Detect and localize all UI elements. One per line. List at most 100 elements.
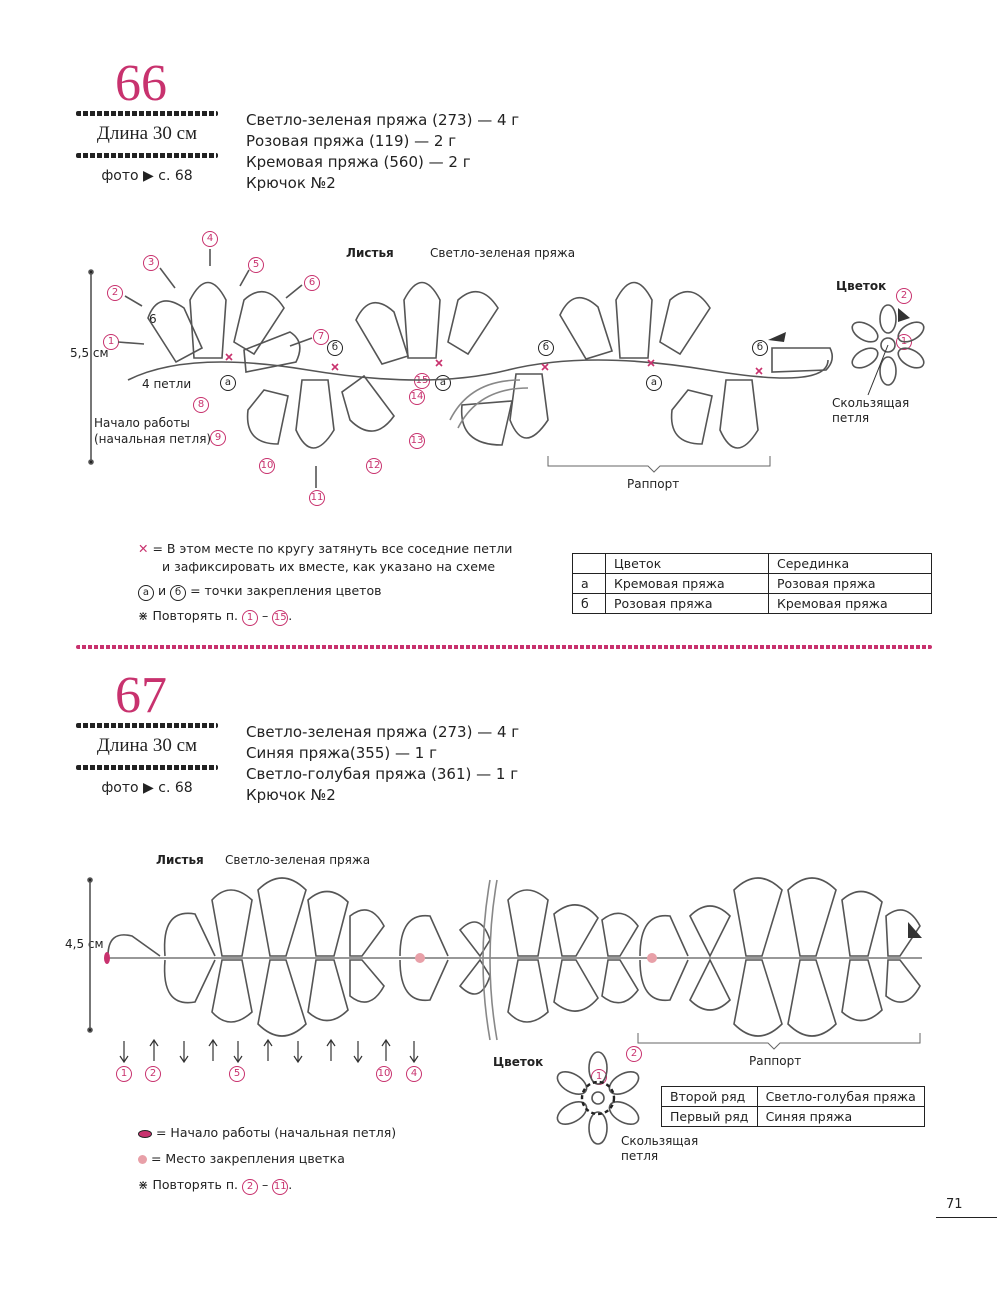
- step-marker: 3: [143, 255, 159, 271]
- leaves-yarn-label: Светло-зеленая пряжа: [430, 246, 576, 260]
- slip-stitch-label: Скользящая петля: [621, 1134, 698, 1164]
- color-table-66: Цветок Серединка а Кремовая пряжа Розова…: [572, 553, 932, 614]
- photo-reference: фото ▶ с. 68: [101, 780, 193, 796]
- table-row: Второй ряд Светло-голубая пряжа: [661, 1086, 926, 1107]
- four-loops-label: 4 петли: [142, 377, 192, 391]
- point-a-marker: а: [646, 375, 662, 391]
- legend-dash: –: [262, 1177, 269, 1192]
- start-line: Начало работы: [94, 416, 190, 430]
- chain-divider-top: [76, 723, 218, 728]
- step-marker: 5: [229, 1066, 245, 1082]
- leaves-label: Листья: [346, 246, 394, 260]
- leaves-label: Листья: [156, 853, 204, 867]
- table-row: Первый ряд Синяя пряжа: [661, 1106, 926, 1127]
- table-cell: Кремовая пряжа: [605, 573, 769, 594]
- height-label: 4,5 см: [65, 937, 104, 951]
- step-marker: 2: [145, 1066, 161, 1082]
- spec-line: Кремовая пряжа (560) — 2 г: [246, 153, 471, 171]
- repeat-icon: ⋇: [138, 608, 149, 623]
- legend-text: = точки закрепления цветов: [190, 583, 382, 598]
- slip-line: петля: [832, 411, 870, 425]
- table-row: б Розовая пряжа Кремовая пряжа: [572, 593, 932, 614]
- step-marker: 15: [272, 610, 289, 626]
- step-marker: 7: [313, 329, 329, 345]
- step-marker: 15: [414, 373, 430, 389]
- legend-start-line: = Начало работы (начальная петля): [138, 1120, 396, 1146]
- step-marker: 4: [406, 1066, 422, 1082]
- legend-period: .: [288, 608, 293, 623]
- point-b-marker: б: [752, 340, 768, 356]
- start-loop-icon: [138, 1129, 152, 1138]
- legend-attach-line: = Место закрепления цветка: [138, 1146, 396, 1172]
- point-b-marker: б: [327, 340, 343, 356]
- legend-ab-line: а и б = точки закрепления цветов: [138, 582, 512, 601]
- point-a-marker: а: [435, 375, 451, 391]
- legend-text: Повторять п.: [152, 608, 239, 623]
- attach-point-icon: [138, 1155, 147, 1164]
- page-number-rule: [936, 1217, 997, 1218]
- x-mark-icon: ✕: [138, 541, 149, 556]
- step-marker: 5: [248, 257, 264, 273]
- legend-text: = В этом месте по кругу затянуть все сос…: [152, 541, 513, 556]
- page-number: 71: [946, 1197, 963, 1212]
- chain-divider-bottom: [76, 153, 218, 158]
- step-marker: 4: [202, 231, 218, 247]
- pattern-length: Длина 30 см: [96, 735, 198, 756]
- chain-divider-bottom: [76, 765, 218, 770]
- pattern-number: 67: [115, 667, 167, 724]
- spec-line: Крючок №2: [246, 174, 336, 192]
- point-a-marker: а: [220, 375, 236, 391]
- step-marker: 1: [103, 334, 119, 350]
- flower-label: Цветок: [836, 279, 887, 293]
- repeat-icon: ⋇: [138, 1177, 149, 1192]
- table-header: Цветок Серединка: [572, 553, 932, 574]
- legend-text: = Начало работы (начальная петля): [155, 1125, 397, 1140]
- table-cell: Светло-голубая пряжа: [756, 1086, 926, 1107]
- step-marker: 11: [272, 1179, 289, 1195]
- table-cell: б: [572, 593, 606, 614]
- six-label: 6: [149, 312, 157, 326]
- table-row: а Кремовая пряжа Розовая пряжа: [572, 573, 932, 594]
- table-cell: Первый ряд: [661, 1106, 758, 1127]
- pattern-number: 66: [115, 55, 167, 112]
- step-marker: 10: [259, 458, 275, 474]
- leaves-yarn-label: Светло-зеленая пряжа: [225, 853, 371, 867]
- pattern-length: Длина 30 см: [96, 123, 198, 144]
- spec-line: Светло-голубая пряжа (361) — 1 г: [246, 765, 519, 783]
- legend-66: ✕ = В этом месте по кругу затянуть все с…: [138, 540, 512, 626]
- table-cell: Розовая пряжа: [605, 593, 769, 614]
- step-marker: 1: [116, 1066, 132, 1082]
- legend-x-line2: и зафиксировать их вместе, как указано н…: [162, 559, 496, 574]
- chain-divider-top: [76, 111, 218, 116]
- slip-line: Скользящая: [832, 396, 910, 410]
- point-a-icon: а: [138, 585, 154, 601]
- legend-and: и: [157, 583, 167, 598]
- table-cell: Второй ряд: [661, 1086, 758, 1107]
- legend-repeat-line: ⋇ Повторять п. 1 – 15.: [138, 607, 512, 626]
- flower-step-marker: 1: [591, 1069, 607, 1085]
- table-cell: Розовая пряжа: [768, 573, 932, 594]
- legend-text: = Место закрепления цветка: [150, 1151, 345, 1166]
- spec-line: Розовая пряжа (119) — 2 г: [246, 132, 457, 150]
- step-marker: 2: [242, 1179, 259, 1195]
- table-cell: Кремовая пряжа: [768, 593, 932, 614]
- yarn-spec-list: Светло-зеленая пряжа (273) — 4 г Розовая…: [246, 110, 519, 194]
- step-marker: 12: [366, 458, 382, 474]
- start-label: Начало работы (начальная петля): [94, 415, 211, 447]
- table-cell: а: [572, 573, 606, 594]
- step-marker: 9: [210, 430, 226, 446]
- section-separator: [76, 645, 932, 649]
- color-table-67: Второй ряд Светло-голубая пряжа Первый р…: [661, 1086, 926, 1127]
- slip-line: петля: [621, 1149, 659, 1163]
- slip-line: Скользящая: [621, 1134, 699, 1148]
- slip-stitch-label: Скользящая петля: [832, 396, 909, 426]
- legend-dash: –: [262, 608, 269, 623]
- step-marker: 1: [242, 610, 259, 626]
- rapport-label: Раппорт: [749, 1054, 802, 1068]
- step-marker: 11: [309, 490, 325, 506]
- height-label: 5,5 см: [70, 346, 109, 360]
- table-cell: Синяя пряжа: [756, 1106, 926, 1127]
- spec-line: Крючок №2: [246, 786, 336, 804]
- step-marker: 13: [409, 433, 425, 449]
- flower-step-marker: 1: [896, 334, 912, 350]
